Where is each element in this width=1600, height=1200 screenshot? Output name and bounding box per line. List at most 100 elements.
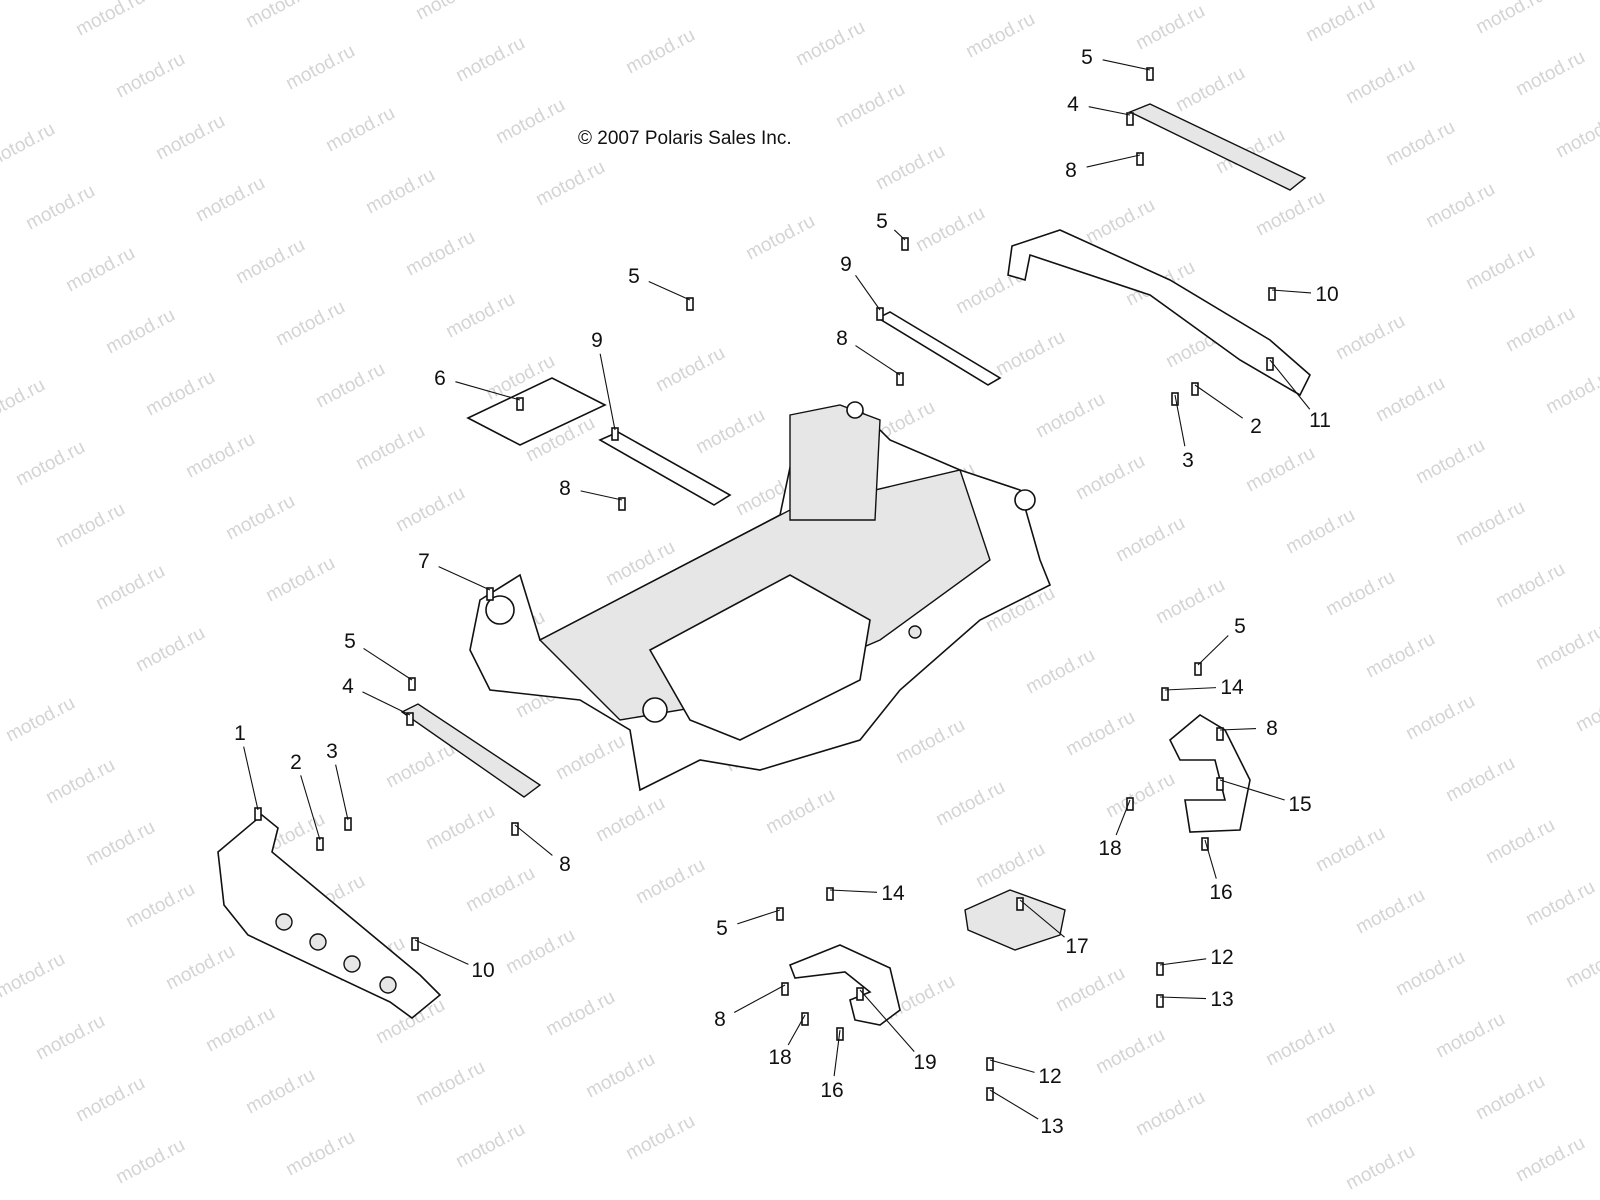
callout-8: 8 [836, 327, 848, 350]
fastener [826, 887, 834, 901]
callout-15: 15 [1288, 793, 1311, 816]
leader-line [989, 1059, 1035, 1073]
callout-9: 9 [840, 253, 852, 276]
fastener [901, 237, 909, 251]
copyright-text: © 2007 Polaris Sales Inc. [578, 128, 792, 149]
leader-lines [243, 59, 1312, 1120]
callout-12: 12 [1210, 946, 1233, 969]
leader-line [1115, 799, 1131, 836]
callout-4: 4 [342, 675, 354, 698]
leader-line [1197, 635, 1229, 666]
fastener [1266, 357, 1274, 371]
leader-line [787, 1014, 806, 1046]
fastener [896, 372, 904, 386]
leader-line [1088, 106, 1131, 116]
fastener [1216, 777, 1224, 791]
callout-17: 17 [1065, 935, 1088, 958]
callout-5: 5 [1081, 46, 1093, 69]
leader-line [855, 345, 901, 376]
callout-11: 11 [1309, 409, 1331, 432]
fastener [316, 837, 324, 851]
fastener [1136, 152, 1144, 166]
fastener [776, 907, 784, 921]
fastener [856, 987, 864, 1001]
bumper-1 [217, 813, 442, 1020]
callout-5: 5 [876, 210, 888, 233]
fastener [1194, 662, 1202, 676]
fastener [1016, 897, 1024, 911]
leader-line [1219, 727, 1257, 731]
fastener [1268, 287, 1276, 301]
leader-line [599, 353, 616, 431]
callout-18: 18 [1098, 837, 1121, 860]
leader-line [1164, 687, 1217, 691]
fastener [1126, 112, 1134, 126]
callout-7: 7 [418, 550, 430, 573]
leader-line [414, 939, 469, 965]
fastener [406, 712, 414, 726]
fastener [876, 307, 884, 321]
leader-line [829, 889, 878, 893]
leader-line [362, 691, 411, 716]
callout-8: 8 [1065, 159, 1077, 182]
fasteners [254, 67, 1276, 1101]
leader-line [1086, 154, 1141, 168]
fastener [516, 397, 524, 411]
bar-4-front [400, 703, 542, 798]
fastener [686, 297, 694, 311]
callout-5: 5 [628, 265, 640, 288]
leader-line [1194, 384, 1244, 419]
fastener [411, 937, 419, 951]
fastener [1146, 67, 1154, 81]
callout-12: 12 [1038, 1065, 1061, 1088]
leader-line [1219, 779, 1285, 801]
fastener [801, 1012, 809, 1026]
fastener [1156, 994, 1164, 1008]
leader-line [514, 824, 553, 856]
fastener [511, 822, 519, 836]
leader-line [363, 647, 413, 681]
leader-line [1159, 958, 1207, 966]
callout-9: 9 [591, 329, 603, 352]
fastener [986, 1087, 994, 1101]
leader-line [855, 274, 881, 311]
fastener [781, 982, 789, 996]
fastener [1191, 382, 1199, 396]
fastener [618, 497, 626, 511]
callout-1: 1 [234, 722, 246, 745]
leader-line [1269, 359, 1311, 410]
callout-8: 8 [559, 853, 571, 876]
leader-line [438, 566, 491, 591]
callout-5: 5 [344, 630, 356, 653]
callout-10: 10 [1315, 283, 1338, 306]
callout-6: 6 [434, 367, 446, 390]
fastener [986, 1057, 994, 1071]
leader-line [1271, 289, 1312, 294]
callout-18: 18 [768, 1046, 791, 1069]
leader-line [1019, 899, 1065, 938]
leader-line [300, 775, 321, 841]
leader-line [1174, 394, 1186, 447]
fastener [486, 587, 494, 601]
callout-8: 8 [714, 1008, 726, 1031]
leader-line [989, 1089, 1039, 1120]
leader-line [859, 989, 915, 1052]
callout-3: 3 [326, 740, 338, 763]
callout-14: 14 [881, 882, 905, 905]
callout-10: 10 [471, 959, 494, 982]
fastener [408, 677, 416, 691]
pad-17 [964, 889, 1066, 951]
fastener [1201, 837, 1209, 851]
guard-15 [1169, 714, 1251, 833]
callout-2: 2 [1250, 415, 1262, 438]
fastener [1156, 962, 1164, 976]
fastener [1126, 797, 1134, 811]
decal-6 [466, 377, 607, 446]
callout-5: 5 [1234, 615, 1246, 638]
leader-line [648, 281, 691, 301]
bracket-9-left [598, 431, 732, 506]
leader-line [833, 1029, 841, 1077]
cargo-box [469, 401, 1052, 792]
